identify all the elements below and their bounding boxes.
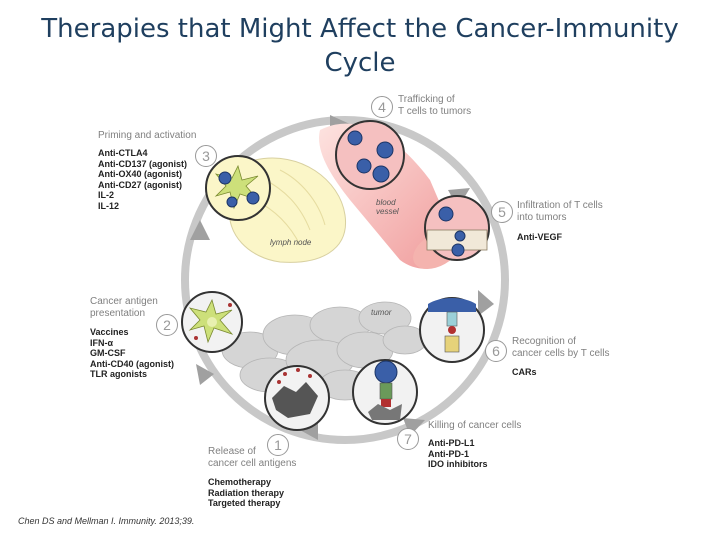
step-label-recognition: Recognition of cancer cells by T cells	[512, 336, 610, 359]
step-number-4: 4	[371, 96, 393, 118]
node-killing	[352, 359, 418, 425]
node-infiltration	[424, 195, 490, 261]
tumor-label: tumor	[371, 308, 392, 317]
step-number-7: 7	[397, 428, 419, 450]
step-number-6: 6	[485, 340, 507, 362]
step-label-trafficking: Trafficking of T cells to tumors	[398, 94, 472, 117]
page-title: Therapies that Might Affect the Cancer-I…	[20, 12, 700, 80]
therapies-release: Chemotherapy Radiation therapy Targeted …	[208, 477, 285, 508]
therapies-infiltration: Anti-VEGF	[517, 232, 562, 242]
node-release	[264, 365, 330, 431]
step-number-3: 3	[195, 145, 217, 167]
therapies-killing: Anti-PD-L1 Anti-PD-1 IDO inhibitors	[428, 438, 488, 469]
citation: Chen DS and Mellman I. Immunity. 2013;39…	[18, 516, 195, 526]
node-recognition	[419, 297, 485, 363]
arrow-head-3	[190, 220, 210, 240]
blood-vessel-label: blood vessel	[376, 198, 399, 216]
cycle-ring	[181, 116, 509, 444]
title-line-2: Cycle	[324, 48, 396, 78]
step-label-release: Release of cancer cell antigens	[208, 446, 297, 469]
therapies-presentation: Vaccines IFN-α GM-CSF Anti-CD40 (agonist…	[90, 327, 174, 379]
node-priming	[205, 155, 271, 221]
step-label-presentation: Cancer antigen presentation	[90, 296, 158, 319]
arrow-head-6	[478, 290, 494, 316]
tumor-mass	[221, 301, 428, 401]
lymph-node-label: lymph node	[270, 238, 312, 247]
step-label-killing: Killing of cancer cells	[428, 420, 522, 431]
title-line-1: Therapies that Might Affect the Cancer-I…	[41, 14, 679, 44]
node-presentation	[181, 291, 243, 353]
step-label-priming: Priming and activation	[98, 130, 197, 141]
step-number-2: 2	[156, 314, 178, 336]
step-label-infiltration: Infiltration of T cells into tumors	[517, 200, 603, 223]
step-number-5: 5	[491, 201, 513, 223]
step-number-1: 1	[267, 434, 289, 456]
therapies-priming: Anti-CTLA4 Anti-CD137 (agonist) Anti-OX4…	[98, 148, 188, 211]
arrow-head-2	[196, 364, 214, 385]
node-trafficking	[335, 120, 405, 190]
therapies-recognition: CARs	[512, 367, 537, 377]
